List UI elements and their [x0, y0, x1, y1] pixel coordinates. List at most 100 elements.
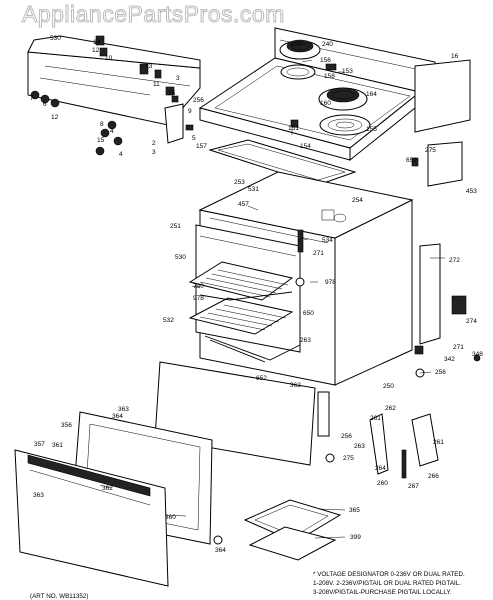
callout: 457 — [238, 201, 249, 208]
callout: 256 — [341, 433, 352, 440]
callout: 652 — [256, 375, 267, 382]
callout: 267 — [408, 483, 419, 490]
callout: 534 — [322, 237, 333, 244]
callout: 356 — [61, 422, 72, 429]
callout: 530 — [175, 254, 186, 261]
callout: 160 — [320, 100, 331, 107]
callout: 14 — [93, 39, 101, 46]
side-panel — [414, 243, 481, 378]
callout: 271 — [313, 250, 324, 257]
callout: 253 — [234, 179, 245, 186]
callout: 263 — [300, 337, 311, 344]
footnote: * VOLTAGE DESIGNATOR 0-236V OR DUAL RATE… — [313, 571, 465, 596]
callout: 266 — [428, 473, 439, 480]
callout: 272 — [449, 257, 460, 264]
callout: 240 — [322, 41, 333, 48]
callout: 151 — [288, 125, 299, 132]
callout: 15 — [97, 137, 105, 144]
callout: 5 — [192, 135, 196, 142]
callout: 532 — [163, 317, 174, 324]
callout: 275 — [425, 147, 436, 154]
callout: 164 — [366, 91, 377, 98]
callout: 361 — [52, 442, 63, 449]
callout: 652 — [406, 157, 417, 164]
callout: 157 — [196, 143, 207, 150]
callout: 254 — [352, 197, 363, 204]
callout: 3 — [152, 149, 156, 156]
footnote-line-2: 1-208V. 2-236V/PIGTAIL OR DUAL RATED PIG… — [313, 580, 461, 587]
control-knobs — [30, 90, 123, 156]
callout: 365 — [349, 507, 360, 514]
callout: 261 — [370, 415, 381, 422]
callout: 155 — [366, 126, 377, 133]
callout: 3 — [176, 75, 180, 82]
callout: 263 — [354, 443, 365, 450]
callout-labels: 530 14 12 10 13 3 11 15 256 9 7 6 12 2 3… — [30, 35, 483, 554]
callout: 11 — [153, 81, 160, 88]
callout: 153 — [342, 68, 353, 75]
callout: 364 — [112, 413, 123, 420]
callout: 262 — [385, 405, 396, 412]
oven-door — [14, 361, 316, 587]
callout: 2 — [152, 140, 156, 147]
callout: 7 — [30, 95, 34, 102]
callout: 154 — [300, 143, 311, 150]
switch-blocks — [95, 35, 194, 144]
callout: 16 — [451, 53, 459, 60]
callout: 364 — [215, 547, 226, 554]
callout: 363 — [33, 492, 44, 499]
rear-panel — [414, 59, 471, 133]
callout: 531 — [248, 186, 259, 193]
callout: 530 — [50, 35, 61, 42]
callout: 152 — [291, 41, 302, 48]
terminal-block — [411, 141, 463, 187]
callout: 399 — [350, 534, 361, 541]
callout: 740 — [193, 283, 204, 290]
callout: 264 — [375, 465, 386, 472]
callout: 362 — [290, 382, 301, 389]
surface-units — [279, 39, 371, 136]
callout: 271 — [453, 344, 464, 351]
callout: 261 — [433, 439, 444, 446]
callout: 4 — [110, 128, 114, 135]
callout: 10 — [105, 55, 113, 62]
callout: 12 — [51, 114, 59, 121]
bake-element — [204, 335, 301, 363]
callout: 12 — [92, 47, 100, 54]
callout: 363 — [118, 406, 129, 413]
callout: 275 — [343, 455, 354, 462]
callout: 274 — [466, 318, 477, 325]
callout: 360 — [165, 514, 176, 521]
callout: 978 — [193, 295, 204, 302]
broil-element — [199, 291, 293, 301]
callout: 342 — [444, 356, 455, 363]
footnote-line-1: * VOLTAGE DESIGNATOR 0-236V OR DUAL RATE… — [313, 571, 465, 578]
thermostat-bulb — [295, 229, 305, 287]
callout: 250 — [383, 383, 394, 390]
callout: 251 — [170, 223, 181, 230]
callout: 260 — [377, 480, 388, 487]
callout: 348 — [472, 351, 483, 358]
callout: 4 — [119, 151, 123, 158]
callout: 13 — [145, 63, 153, 70]
callout: 6 — [43, 101, 47, 108]
door-hinge — [317, 391, 439, 479]
art-number: (ART NO. WB11352) — [30, 593, 88, 600]
oven-rack — [188, 261, 294, 335]
watermark-text: AppliancePartsPros.com — [22, 1, 285, 27]
footnote-line-3: 3-208V/PIGTAIL-PURCHASE PIGTAIL LOCALLY. — [313, 589, 452, 596]
callout: 453 — [466, 188, 477, 195]
callout: 362 — [102, 485, 113, 492]
leader-lines — [99, 43, 445, 539]
callout: 15 — [168, 90, 176, 97]
callout: 158 — [324, 73, 335, 80]
callout: 156 — [320, 57, 331, 64]
callout: 256 — [435, 369, 446, 376]
callout: 650 — [303, 310, 314, 317]
callout: 256 — [193, 97, 204, 104]
broiler-pan — [243, 499, 342, 561]
callout: 8 — [100, 121, 104, 128]
callout: 9 — [188, 108, 192, 115]
callout: 978 — [325, 279, 336, 286]
